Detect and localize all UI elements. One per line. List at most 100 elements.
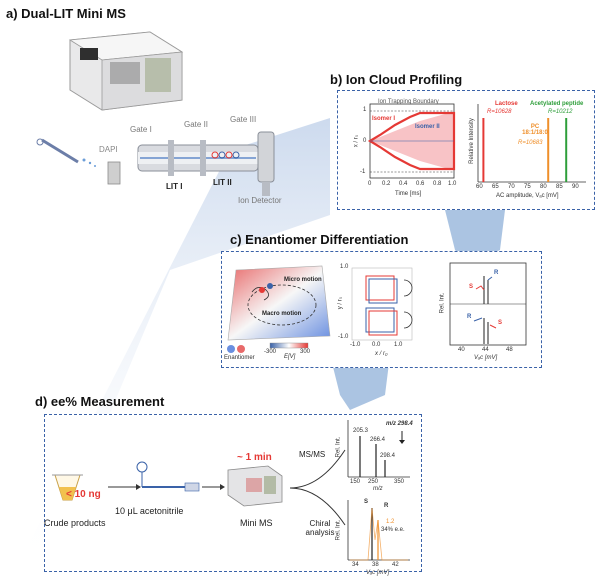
chiral-analysis-label: Chiral analysis (305, 519, 335, 537)
colorbar (269, 342, 309, 349)
ac-tick-70: 70 (508, 184, 515, 190)
label-lit-2: LIT II (213, 178, 232, 187)
enantiomer-red-icon (237, 345, 245, 353)
x-tick-1: 0.2 (382, 181, 391, 187)
label-gate-3: Gate III (230, 115, 257, 124)
msms-y-label: Rel. Int. (335, 436, 342, 458)
c-top-s-label: S (469, 284, 474, 290)
label-gate-1: Gate I (130, 125, 152, 134)
sample-tube-icon (52, 474, 83, 501)
pipette-icon (36, 138, 96, 167)
macro-motion-label: Macro motion (262, 311, 302, 317)
orbit-plot (351, 267, 413, 341)
field-map (227, 265, 331, 353)
chiral-ee-label: 34% e.e. (381, 527, 405, 533)
ion-trapping-boundary-label: Ion Trapping Boundary (378, 99, 439, 105)
chiral-r-label: R (384, 503, 389, 509)
ac-amplitude-plot (477, 104, 586, 183)
chiral-x-tick-38: 38 (372, 562, 379, 568)
chiral-ratio-label: 1.2 (386, 519, 395, 525)
x-tick-0: 0 (368, 181, 372, 187)
orbit-y-tick-top: 1.0 (340, 264, 349, 270)
enantiomer-blue-icon (227, 345, 235, 353)
msms-peak-1-label: 205.3 (353, 428, 369, 434)
ion-cloud-plot (367, 103, 456, 179)
msms-x-tick-150: 150 (350, 479, 361, 485)
orbit-y-tick-bottom: -1.0 (338, 334, 349, 340)
msms-label: MS/MS (299, 450, 326, 459)
crude-products-label: Crude products (44, 518, 106, 528)
ac-amplitude-x-label: AC amplitude, Vₐc [mV] (496, 193, 559, 199)
lit-chamber (137, 131, 275, 196)
ac-tick-60: 60 (476, 184, 483, 190)
peptide-label: Acetylated peptide (530, 101, 584, 107)
colorbar-max: 300 (300, 349, 311, 355)
c-top-r-label: R (494, 270, 499, 276)
section-a-title: a) Dual-LIT Mini MS (6, 6, 126, 21)
ion-cloud-x-label: Time [ms] (395, 191, 422, 197)
y-tick-neg1: -1 (360, 169, 366, 175)
msms-x-tick-350: 350 (394, 479, 405, 485)
solvent-label: 10 μL acetonitrile (115, 506, 184, 516)
x-tick-3: 0.6 (416, 181, 425, 187)
isomer-1-label: Isomer I (372, 116, 396, 122)
syringe-icon (136, 461, 200, 492)
mini-ms-label: Mini MS (240, 518, 273, 528)
chiral-s-label: S (364, 499, 369, 505)
label-ion-detector: Ion Detector (238, 196, 282, 205)
msms-x-tick-250: 250 (368, 479, 379, 485)
x-tick-5: 1.0 (448, 181, 457, 187)
time-label: ~ 1 min (237, 452, 272, 463)
pc-label: PC 18:1/18:0 (522, 124, 548, 136)
c-bottom-s-label: S (498, 320, 503, 326)
pc-r-label: R=10683 (518, 140, 543, 146)
orbit-x-tick-left: -1.0 (350, 342, 361, 348)
label-gate-2: Gate II (184, 120, 209, 129)
chiral-x-tick-42: 42 (392, 562, 399, 568)
isomer-2-label: Isomer II (415, 124, 440, 130)
peptide-r-label: R=10212 (548, 109, 573, 115)
section-b-title: b) Ion Cloud Profiling (330, 72, 463, 87)
panel-b (337, 90, 595, 210)
c-x-tick-40: 40 (458, 347, 465, 353)
arrow-c-to-d (330, 355, 390, 410)
section-c-title: c) Enantiomer Differentiation (230, 232, 409, 247)
ac-tick-80: 80 (540, 184, 547, 190)
msms-x-label: m/z (373, 486, 383, 492)
chiral-y-label: Rel. Int. (335, 519, 342, 541)
enantiomer-label: Enantiomer (224, 355, 255, 361)
label-lit-1: LIT I (166, 182, 183, 191)
msms-plot (347, 420, 410, 478)
orbit-x-label: x / r₀ (375, 351, 388, 357)
label-dapi: DAPI (99, 145, 118, 154)
x-tick-4: 0.8 (433, 181, 442, 187)
c-x-tick-44: 44 (482, 347, 489, 353)
section-d-title: d) ee% Measurement (35, 394, 165, 409)
y-tick-0: 0 (363, 138, 367, 144)
lactose-r-label: R=10628 (487, 109, 512, 115)
y-tick-1: 1 (363, 107, 367, 113)
chiral-x-tick-34: 34 (352, 562, 359, 568)
orbit-x-tick-mid: 0.0 (372, 342, 381, 348)
x-tick-2: 0.4 (399, 181, 408, 187)
micro-motion-label: Micro motion (284, 277, 322, 283)
msms-peak-2-label: 266.4 (370, 437, 386, 443)
mini-ms-device-icon (68, 31, 184, 111)
mini-ms-small-icon (227, 465, 283, 507)
enantiomer-spectrum (449, 262, 527, 346)
orbit-x-tick-right: 1.0 (394, 342, 403, 348)
chiral-x-label: Vₐc [mV] (366, 570, 390, 576)
c-x-label: Vₐc [mV] (474, 355, 498, 361)
ac-tick-75: 75 (524, 184, 531, 190)
ac-tick-90: 90 (572, 184, 579, 190)
colorbar-min: -300 (264, 349, 277, 355)
amount-label: < 10 ng (66, 489, 101, 500)
lactose-label: Lactose (495, 101, 518, 107)
c-x-tick-48: 48 (506, 347, 513, 353)
ac-tick-65: 65 (492, 184, 499, 190)
colorbar-unit: E[V] (284, 354, 296, 360)
